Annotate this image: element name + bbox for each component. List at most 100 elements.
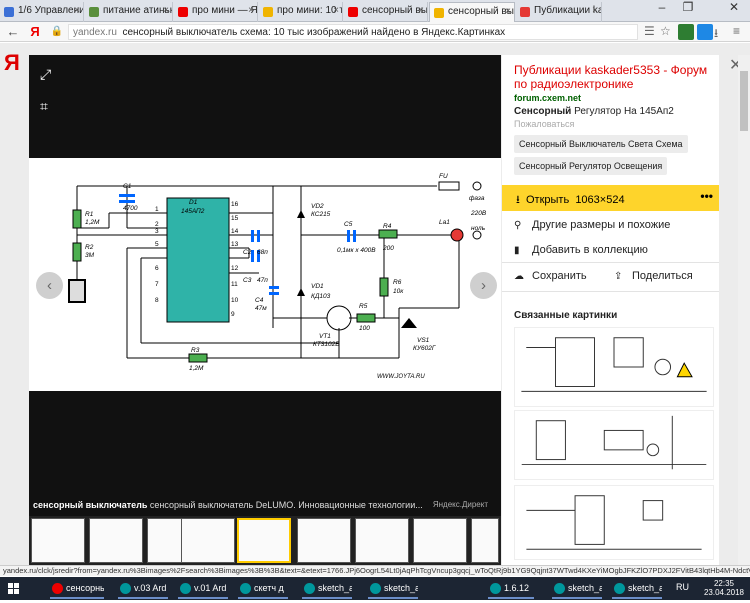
taskbar-label: скетч д: [254, 583, 284, 593]
minimize-icon[interactable]: –: [658, 0, 666, 14]
downloads-icon[interactable]: ⭳: [714, 26, 719, 40]
thumbnail[interactable]: [471, 518, 499, 563]
ad-caption-text: сенсорный выключатель DeLUMO. Инновацион…: [147, 500, 423, 510]
related-image[interactable]: [514, 327, 714, 407]
start-button[interactable]: [0, 577, 28, 600]
pin-label: 1: [155, 206, 159, 213]
add-to-collection-link[interactable]: ▮Добавить в коллекцию: [514, 244, 648, 256]
crop-icon[interactable]: ⌗: [40, 98, 48, 114]
share-button[interactable]: ⇪Поделиться: [614, 270, 693, 282]
description-bold: Сенсорный: [514, 106, 572, 117]
browser-tab[interactable]: Публикации kaska×: [516, 2, 602, 22]
related-image[interactable]: [514, 485, 714, 560]
close-window-icon[interactable]: ✕: [728, 0, 740, 14]
maximize-icon[interactable]: ❐: [682, 0, 694, 14]
yandex-logo-icon[interactable]: Я: [30, 24, 40, 39]
label-d1: D1: [189, 199, 198, 206]
taskbar-button[interactable]: sketch_a: [552, 578, 602, 599]
bookmark-icon[interactable]: ☰: [644, 24, 655, 38]
tab-close-icon[interactable]: ×: [333, 5, 339, 16]
tab-close-icon[interactable]: ×: [74, 5, 80, 16]
browser-tab[interactable]: 1/6 Управление А×: [0, 2, 84, 22]
thumbnail[interactable]: [355, 518, 409, 563]
ad-source: Яндекс.Директ: [432, 500, 488, 509]
tab-label: 1/6 Управление А: [18, 5, 83, 16]
tab-close-icon[interactable]: ×: [163, 5, 169, 16]
share-icon: ⇪: [614, 271, 623, 282]
save-button[interactable]: ☁Сохранить: [514, 270, 587, 282]
label-c5-value: 0,1мк х 400В: [337, 247, 376, 254]
tab-close-icon[interactable]: ×: [418, 5, 424, 16]
other-sizes-link[interactable]: ⚲Другие размеры и похожие: [514, 219, 670, 231]
taskbar-button[interactable]: сенсорны: [50, 578, 104, 599]
url-field[interactable]: yandex.ru сенсорный выключатель схема: 1…: [68, 24, 638, 40]
taskbar-button[interactable]: v.01 Ard: [178, 578, 228, 599]
taskbar-button[interactable]: sketch_a: [612, 578, 662, 599]
taskbar-button[interactable]: 1.6.12: [488, 578, 534, 599]
tab-label: сенсорный выклю: [362, 5, 428, 16]
label-c2-value: 68п: [257, 249, 268, 256]
bookmark-icon: ▮: [514, 245, 520, 256]
back-arrow-icon[interactable]: ←: [6, 24, 20, 39]
more-options-icon[interactable]: •••: [700, 189, 713, 203]
taskbar-button[interactable]: sketch_a: [368, 578, 418, 599]
prev-image-arrow-icon[interactable]: ‹: [36, 272, 63, 299]
next-image-arrow-icon[interactable]: ›: [470, 272, 497, 299]
ad-caption[interactable]: сенсорный выключатель сенсорный выключат…: [33, 500, 498, 514]
label-c4: C4: [255, 297, 264, 304]
clock-date: 23.04.2018: [703, 588, 745, 597]
image-description: Сенсорный Регулятор На 145Ап2: [514, 106, 674, 117]
taskbar-label: sketch_a: [628, 583, 662, 593]
circuit-diagram: FU фаза 220В ноль La1 C1 4700 R1 1,2М R2…: [68, 173, 487, 380]
search-icon: ⚲: [514, 220, 522, 231]
thumbnail[interactable]: [297, 518, 351, 563]
tab-favicon-icon: [178, 7, 188, 17]
star-icon[interactable]: ☆: [660, 24, 671, 38]
open-image-button[interactable]: ⭳ Открыть 1063×524 •••: [502, 185, 719, 211]
language-indicator[interactable]: RU: [676, 582, 689, 592]
browser-tab[interactable]: про мини — Яндекс×: [174, 2, 258, 22]
thumbnail[interactable]: [413, 518, 467, 563]
taskbar-button[interactable]: скетч д: [238, 578, 288, 599]
source-title-link[interactable]: Публикации kaskader5353 - Форум по радио…: [514, 63, 708, 91]
main-image[interactable]: [29, 158, 501, 391]
app-icon: [554, 583, 565, 594]
related-image[interactable]: [514, 410, 714, 480]
tab-close-icon[interactable]: ×: [592, 5, 598, 16]
fullscreen-icon[interactable]: ⤢: [40, 66, 52, 82]
tab-close-icon[interactable]: ×: [248, 5, 254, 16]
thumbnail-selected[interactable]: [237, 518, 291, 563]
label-vd2-value: КС215: [311, 211, 331, 218]
thumbnail[interactable]: [89, 518, 143, 563]
label-fu: FU: [439, 173, 448, 180]
tag-chip[interactable]: Сенсорный Выключатель Света Схема: [514, 135, 688, 153]
browser-tab[interactable]: сенсорный выклю×: [344, 2, 428, 22]
extension-icon[interactable]: [697, 24, 713, 40]
tab-label: Публикации kaska: [534, 5, 601, 16]
yandex-logo[interactable]: Я: [4, 50, 20, 75]
tab-favicon-icon: [348, 7, 358, 17]
thumbnail[interactable]: [31, 518, 85, 563]
browser-tab[interactable]: про мини: 10 тыс×: [259, 2, 343, 22]
scrollbar-thumb[interactable]: [740, 71, 748, 131]
taskbar-button[interactable]: sketch_a: [302, 578, 352, 599]
label-r6-value: 10к: [393, 288, 404, 295]
app-icon: [614, 583, 625, 594]
taskbar-button[interactable]: v.03 Ard: [118, 578, 168, 599]
status-url: yandex.ru/clck/jsredir?from=yandex.ru%3B…: [0, 565, 750, 576]
menu-icon[interactable]: ≡: [733, 24, 741, 38]
pin-label: 3: [155, 228, 159, 235]
tab-label: про мини — Яндекс: [192, 5, 258, 16]
browser-tab-active[interactable]: сенсорный выклю×: [429, 2, 515, 22]
tab-close-icon[interactable]: ×: [505, 6, 511, 17]
label-c5: C5: [344, 221, 353, 228]
extension-icon[interactable]: [678, 24, 694, 40]
thumbnail[interactable]: [181, 518, 235, 563]
download-icon: ⭳: [516, 194, 520, 206]
complain-link[interactable]: Пожаловаться: [514, 119, 575, 129]
scrollbar[interactable]: [738, 55, 750, 565]
browser-tab[interactable]: питание атиньки а×: [85, 2, 173, 22]
source-domain-link[interactable]: forum.cxem.net: [514, 93, 582, 103]
tag-chip[interactable]: Сенсорный Регулятор Освещения: [514, 157, 668, 175]
